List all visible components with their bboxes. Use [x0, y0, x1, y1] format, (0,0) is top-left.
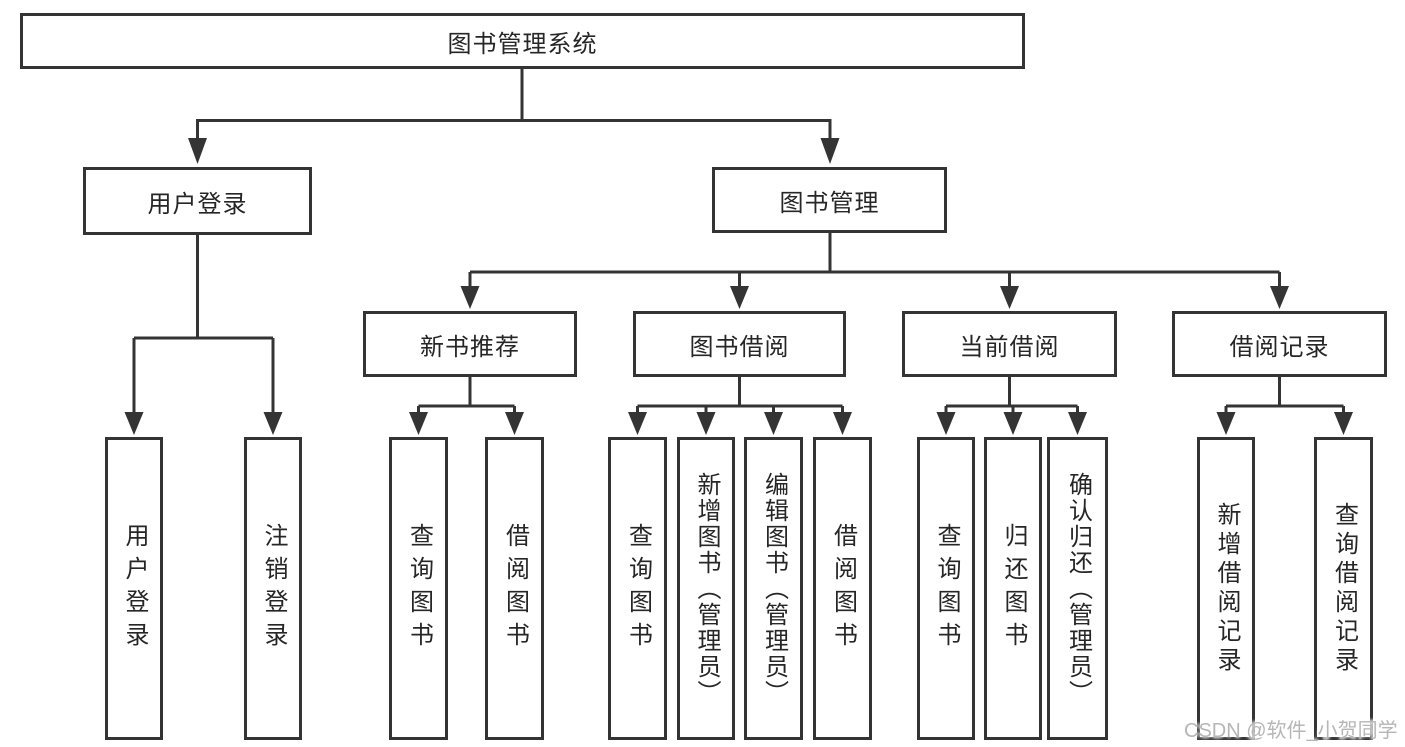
leaf-current-query-book-label: 查询图书	[933, 522, 960, 655]
leaf-recommend-query-book: 查询图书	[389, 437, 448, 740]
leaf-add-book-admin: 新增图书（管理员）	[677, 437, 735, 740]
leaf-confirm-return-admin: 确认归还（管理员）	[1047, 437, 1108, 740]
leaf-borrow-query-book: 查询图书	[608, 437, 667, 740]
leaf-query-borrow-record: 查询借阅记录	[1314, 437, 1373, 740]
leaf-edit-book-admin: 编辑图书（管理员）	[744, 437, 803, 740]
leaf-confirm-return-admin-label: 确认归还（管理员）	[1064, 471, 1092, 706]
node-borrow-record-label: 借阅记录	[1229, 333, 1330, 361]
leaf-return-book-label: 归还图书	[1000, 522, 1027, 655]
node-book-management-label: 图书管理	[779, 189, 880, 217]
node-current-borrow: 当前借阅	[902, 311, 1117, 377]
node-borrow-record: 借阅记录	[1172, 311, 1387, 377]
leaf-add-book-admin-label: 新增图书（管理员）	[693, 471, 720, 706]
leaf-borrow-book: 借阅图书	[813, 437, 872, 740]
leaf-user-login: 用户登录	[105, 437, 163, 740]
watermark: CSDN @软件_小贺同学	[1184, 720, 1398, 742]
leaf-borrow-book-label: 借阅图书	[829, 522, 857, 655]
leaf-user-login-label: 用户登录	[121, 522, 148, 655]
node-root-system: 图书管理系统	[20, 13, 1025, 69]
node-current-borrow-label: 当前借阅	[959, 333, 1060, 361]
leaf-recommend-borrow-book-label: 借阅图书	[501, 522, 529, 655]
node-user-login: 用户登录	[83, 167, 312, 235]
leaf-edit-book-admin-label: 编辑图书（管理员）	[760, 471, 788, 706]
leaf-add-borrow-record-label: 新增借阅记录	[1213, 501, 1240, 676]
leaf-logout-label: 注销登录	[260, 522, 287, 655]
node-book-management: 图书管理	[712, 167, 947, 233]
leaf-add-borrow-record: 新增借阅记录	[1197, 437, 1255, 740]
node-book-borrow-label: 图书借阅	[689, 333, 790, 361]
leaf-current-query-book: 查询图书	[917, 437, 975, 740]
node-book-borrow: 图书借阅	[633, 311, 846, 377]
leaf-logout: 注销登录	[244, 437, 302, 740]
leaf-borrow-query-book-label: 查询图书	[624, 522, 652, 655]
leaf-recommend-query-book-label: 查询图书	[405, 522, 433, 655]
leaf-query-borrow-record-label: 查询借阅记录	[1330, 501, 1358, 676]
leaf-return-book: 归还图书	[984, 437, 1042, 740]
node-root-label: 图书管理系统	[447, 30, 598, 58]
leaf-recommend-borrow-book: 借阅图书	[485, 437, 544, 740]
node-user-login-label: 用户登录	[147, 190, 248, 218]
node-new-book-recommend: 新书推荐	[363, 311, 577, 377]
node-new-book-recommend-label: 新书推荐	[420, 333, 520, 361]
